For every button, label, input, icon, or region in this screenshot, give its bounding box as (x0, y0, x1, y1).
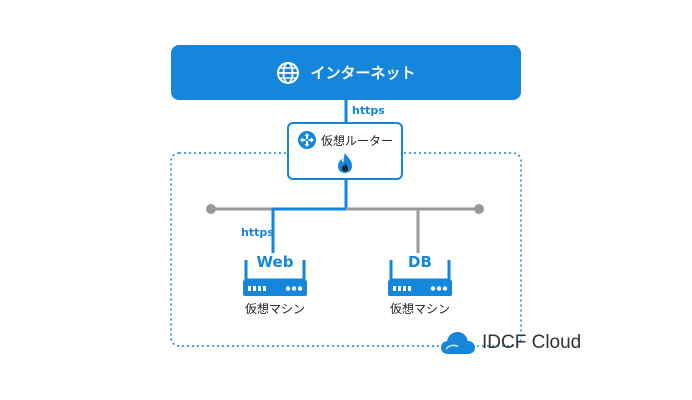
web-server-tag: Web (253, 253, 297, 271)
router-label: 仮想ルーター (321, 133, 394, 148)
globe-icon (277, 61, 300, 84)
web-server-node[interactable]: Web (240, 250, 310, 322)
db-server-tag: DB (402, 253, 438, 271)
idcf-cloud-brand: IDCF Cloud (440, 330, 581, 356)
server-icon (243, 260, 307, 296)
internet-label: インターネット (310, 64, 416, 82)
brand-name: IDCF Cloud (482, 332, 582, 353)
internet-node[interactable]: インターネット (171, 45, 521, 100)
db-server-node[interactable]: DB (385, 250, 455, 322)
db-server-caption: 仮想マシン (389, 302, 450, 316)
lan-endpoint-left (206, 204, 216, 214)
lan-endpoint-right (474, 204, 484, 214)
cloud-icon (441, 332, 475, 354)
server-icon (388, 260, 452, 296)
router-icon (298, 131, 316, 149)
link-lan-web (271, 207, 346, 262)
virtual-router-node[interactable]: 仮想ルーター (287, 122, 403, 180)
web-server-caption: 仮想マシン (244, 302, 305, 316)
https-label-router-web: https (241, 226, 274, 239)
router-label-row: 仮想ルーター (297, 130, 393, 150)
firewall-flame-icon (338, 153, 352, 173)
https-label-internet-router: https (352, 104, 385, 117)
